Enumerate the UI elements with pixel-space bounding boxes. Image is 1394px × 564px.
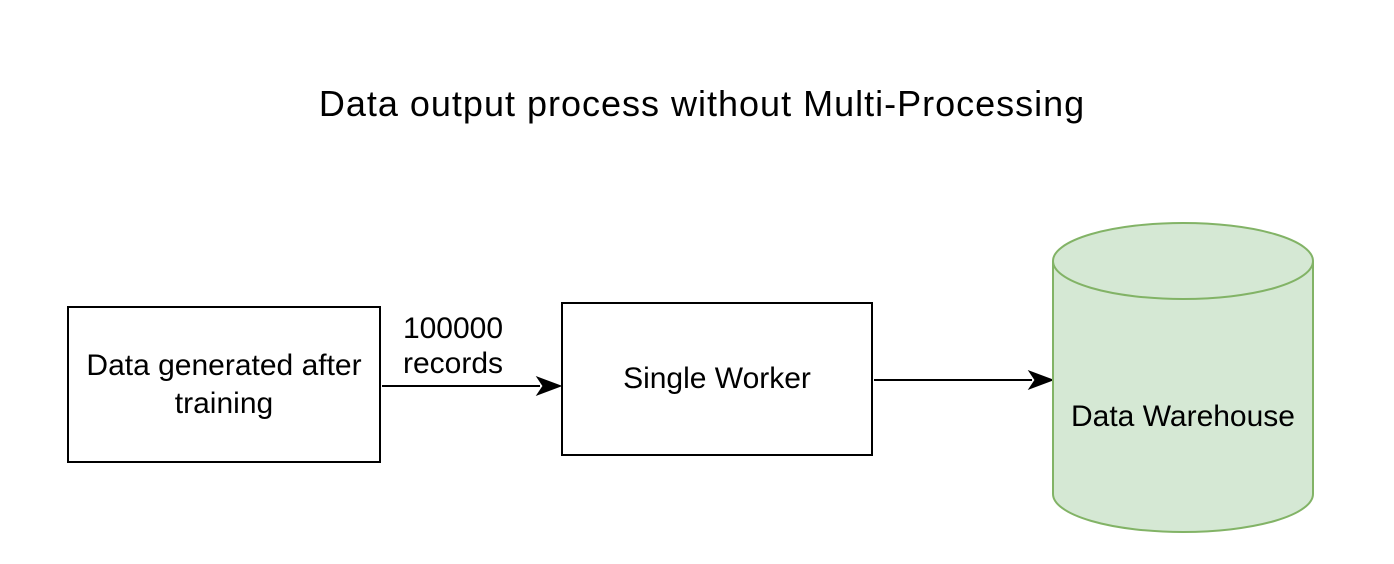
node-data-generated-after-training: Data generated after training — [67, 306, 381, 463]
arrowhead-worker-to-warehouse — [1027, 369, 1055, 391]
node-single-worker-label: Single Worker — [623, 362, 811, 396]
edge-source-to-worker — [382, 375, 563, 397]
cylinder-top — [1052, 222, 1314, 300]
node-data-warehouse-cylinder — [1052, 222, 1314, 533]
cylinder-body — [1052, 261, 1314, 533]
node-data-generated-after-training-label: Data generated after training — [86, 349, 362, 420]
node-single-worker: Single Worker — [561, 302, 873, 456]
arrowhead-source-to-worker — [535, 375, 563, 397]
node-data-warehouse-label: Data Warehouse — [1070, 400, 1295, 433]
diagram-title: Data output process without Multi-Proces… — [318, 83, 1086, 124]
edge-label-records: 100000 records — [402, 312, 504, 381]
edge-worker-to-warehouse — [874, 369, 1055, 391]
